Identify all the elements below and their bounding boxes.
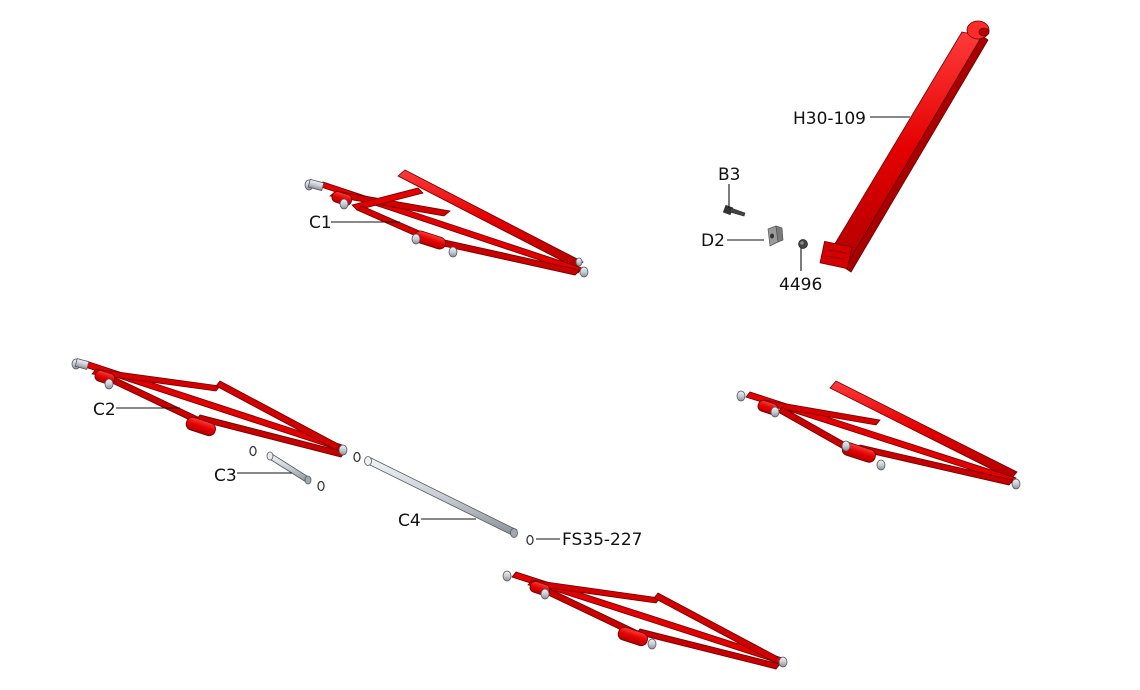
part-c1-arm xyxy=(304,169,589,278)
leader-lines xyxy=(116,116,910,540)
part-c3-pin xyxy=(249,445,325,492)
part-c4-shaft xyxy=(353,451,518,538)
callout-c2: C2 xyxy=(93,400,116,420)
part-4496-nut xyxy=(798,239,808,249)
callout-d2: D2 xyxy=(701,231,725,251)
callout-c4: C4 xyxy=(398,511,421,531)
part-fs35-227-ring xyxy=(526,534,534,546)
callout-c1: C1 xyxy=(309,213,332,233)
callout-4496: 4496 xyxy=(779,275,822,295)
callout-fs35-227: FS35-227 xyxy=(562,530,642,550)
part-d2-bracket xyxy=(767,225,784,247)
part-right-arm xyxy=(736,380,1021,490)
part-b3-bolt xyxy=(722,204,746,217)
part-h30-109-bar xyxy=(819,20,990,273)
callout-b3: B3 xyxy=(718,165,740,185)
part-c2-arm xyxy=(71,358,348,458)
callout-c3: C3 xyxy=(214,466,237,486)
part-bottom-arm xyxy=(502,570,788,670)
callout-h30-109: H30-109 xyxy=(793,109,866,129)
